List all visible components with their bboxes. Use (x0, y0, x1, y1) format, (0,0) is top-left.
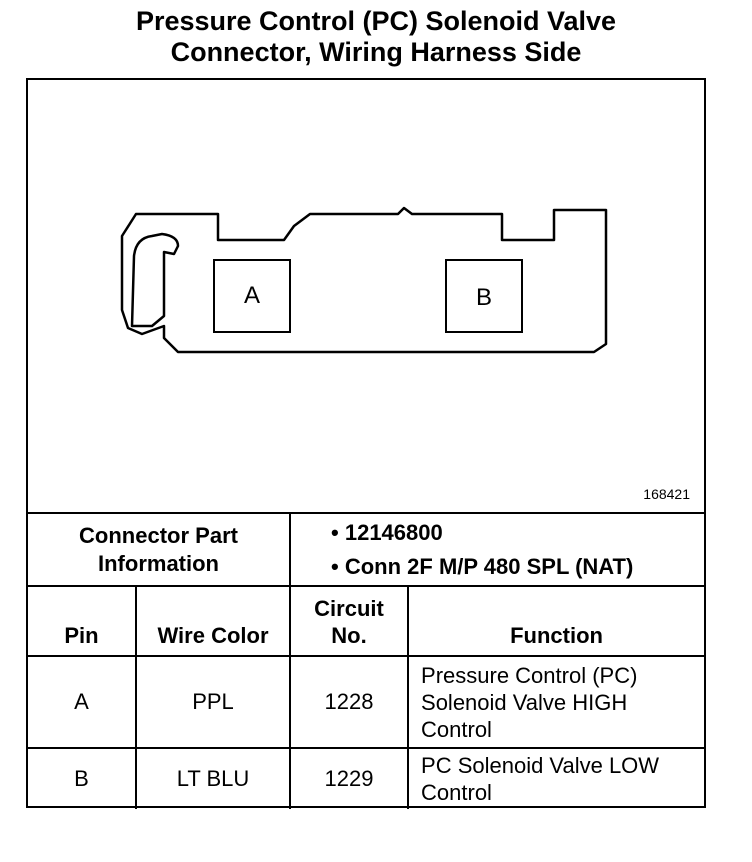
circuit-cell: 1229 (289, 747, 410, 809)
function-cell: PC Solenoid Valve LOW Control (407, 747, 705, 809)
function-line: Solenoid Valve HIGH (421, 689, 628, 715)
title-line-2: Connector, Wiring Harness Side (170, 37, 582, 67)
connector-body-outline (120, 206, 608, 354)
connector-info-row: Connector Part Information • 12146800 • … (28, 514, 705, 587)
function-line: Control (421, 780, 492, 805)
table-row: B LT BLU 1229 PC Solenoid Valve LOW Cont… (28, 747, 705, 809)
pin-cell: A (28, 655, 137, 749)
pin-a-cavity (213, 259, 291, 333)
header-circuit-line-1: Circuit (314, 596, 384, 621)
connector-bullet: • Conn 2F M/P 480 SPL (NAT) (331, 553, 634, 579)
function-line: Control (421, 716, 492, 742)
header-circuit: Circuit No. (289, 585, 410, 657)
header-circuit-line-2: No. (331, 623, 367, 648)
pin-b-cavity (445, 259, 523, 333)
table-header-row: Pin Wire Color Circuit No. Function (28, 585, 705, 657)
connector-outline-drawing (120, 206, 608, 354)
wire-color-cell: PPL (134, 655, 292, 749)
connector-latch-outline (130, 232, 180, 328)
connector-label-line-2: Information (98, 550, 219, 576)
circuit-cell: 1228 (289, 655, 410, 749)
page-title: Pressure Control (PC) Solenoid Valve Con… (0, 6, 752, 68)
connector-diagram: A B 168421 (28, 80, 704, 514)
function-line: PC Solenoid Valve LOW (421, 753, 660, 778)
connector-pinout-table: Connector Part Information • 12146800 • … (28, 514, 705, 809)
header-function: Function (407, 585, 705, 657)
table-row: A PPL 1228 Pressure Control (PC) Solenoi… (28, 655, 705, 749)
figure-number: 168421 (643, 486, 690, 502)
header-wire-color: Wire Color (134, 585, 292, 657)
connector-label-line-1: Connector Part (79, 522, 238, 548)
function-cell: Pressure Control (PC) Solenoid Valve HIG… (407, 655, 705, 749)
wire-color-cell: LT BLU (134, 747, 292, 809)
connector-part-info-values: • 12146800 • Conn 2F M/P 480 SPL (NAT) (289, 514, 705, 587)
connector-part-number: 12146800 (344, 519, 443, 545)
title-line-1: Pressure Control (PC) Solenoid Valve (135, 6, 617, 36)
header-pin: Pin (28, 585, 137, 657)
pin-cell: B (28, 747, 137, 809)
connector-description: Conn 2F M/P 480 SPL (NAT) (344, 553, 634, 579)
connector-chart-frame: A B 168421 Connector Part Information • … (26, 78, 706, 809)
connector-part-info-label: Connector Part Information (28, 514, 292, 587)
pin-a-label: A (243, 282, 260, 309)
pin-b-label: B (475, 284, 492, 311)
connector-bullet: • 12146800 (331, 519, 443, 545)
function-line: Pressure Control (PC) (421, 662, 638, 688)
